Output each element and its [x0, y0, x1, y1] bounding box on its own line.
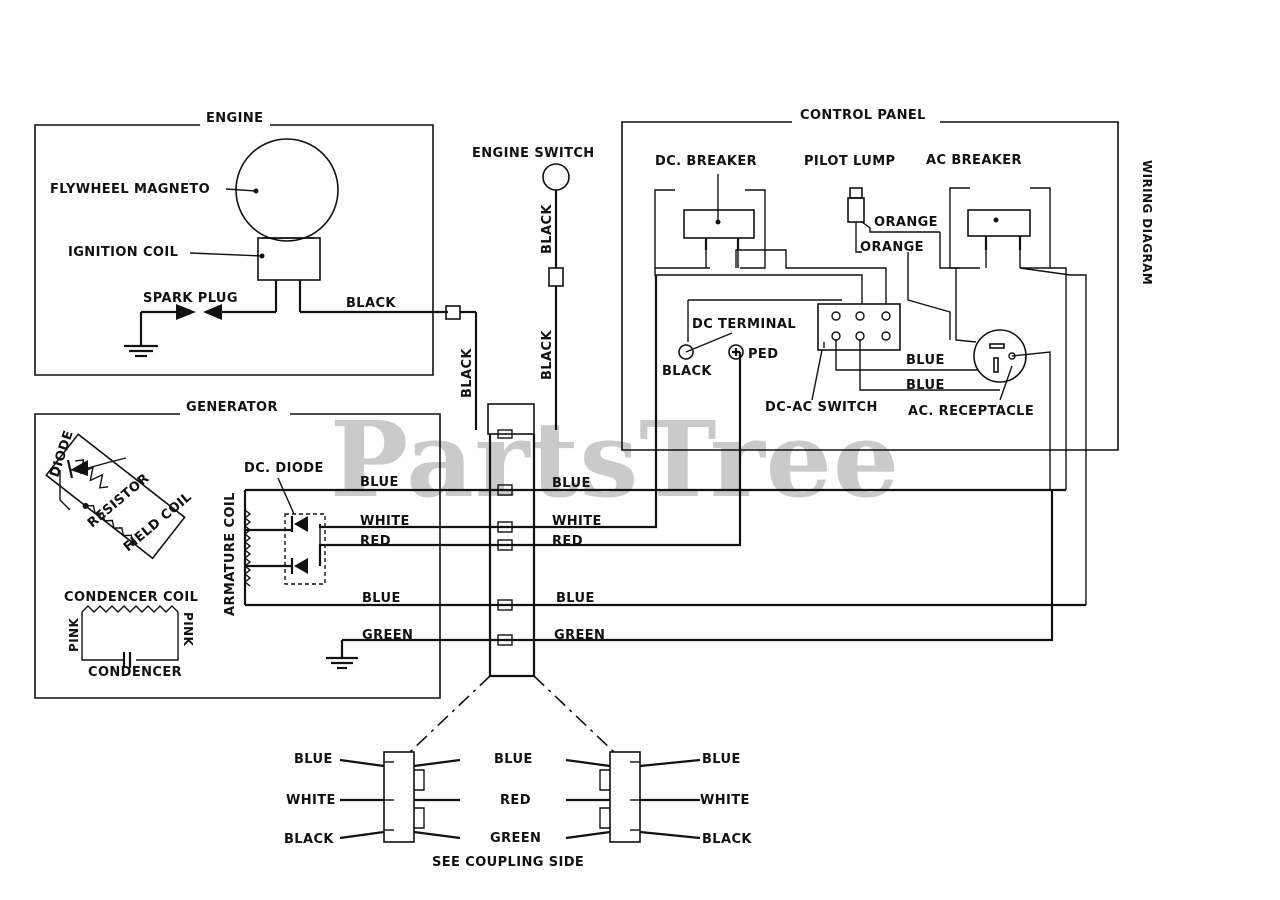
- spark-plug: [203, 304, 222, 320]
- pilot-lump-label: PILOT LUMP: [804, 154, 895, 169]
- engine-title: ENGINE: [206, 111, 263, 126]
- flywheel-magneto-label: FLYWHEEL MAGNETO: [50, 182, 210, 197]
- dc-terminal-black-label: BLACK: [662, 364, 712, 379]
- engine-switch-label: ENGINE SWITCH: [472, 146, 595, 161]
- control-panel-section: CONTROL PANEL WIRING DIAGRAM DC. BREAKER…: [621, 108, 1154, 605]
- engine-switch-wire-left: BLACK: [460, 348, 475, 398]
- dc-breaker: [683, 209, 755, 239]
- harness-left-green: GREEN: [362, 628, 413, 643]
- engine-wire-black-label: BLACK: [346, 296, 396, 311]
- harness-left-red: RED: [360, 534, 391, 549]
- generator-title: GENERATOR: [186, 400, 278, 415]
- engine-switch-wire-upper: BLACK: [540, 204, 555, 254]
- harness-right-white: WHITE: [552, 514, 602, 529]
- coupling-left-blue: BLUE: [294, 752, 333, 767]
- coupling-right-black: BLACK: [702, 832, 752, 847]
- dc-terminal-label: DC TERMINAL: [692, 317, 796, 332]
- harness-right-green: GREEN: [554, 628, 605, 643]
- dc-diode-label: DC. DIODE: [244, 461, 324, 476]
- dc-terminal-red-label: PED: [748, 347, 778, 362]
- harness-left-blue-1: BLUE: [360, 475, 399, 490]
- engine-section: ENGINE FLYWHEEL MAGNETO IGNITION COIL SP…: [34, 111, 461, 376]
- armature-coil-label: ARMATURE COIL: [223, 492, 238, 616]
- ac-receptacle-label: AC. RECEPTACLE: [908, 404, 1034, 419]
- dc-diode: [284, 513, 326, 585]
- harness-junction: [487, 403, 535, 435]
- coupling-left-white: WHITE: [286, 793, 336, 808]
- ac-breaker-label: AC BREAKER: [926, 153, 1022, 168]
- ground-icon-generator: [326, 656, 358, 670]
- diode-label: DIODE: [48, 429, 77, 480]
- coupling-right-white: WHITE: [700, 793, 750, 808]
- blue-1-label: BLUE: [906, 353, 945, 368]
- condencer-label: CONDENCER: [88, 665, 182, 680]
- coupling-right-connector: [609, 751, 641, 843]
- harness-left-white: WHITE: [360, 514, 410, 529]
- coupling-left-black: BLACK: [284, 832, 334, 847]
- watermark: PartsTree: [330, 398, 900, 521]
- ignition-coil: [257, 237, 321, 281]
- coupling-middle-red: RED: [500, 793, 531, 808]
- spark-plug-label: SPARK PLUG: [143, 291, 238, 306]
- engine-switch-icon: [542, 163, 570, 191]
- control-panel-title: CONTROL PANEL: [800, 108, 926, 123]
- dc-breaker-label: DC. BREAKER: [655, 154, 757, 169]
- harness-left-blue-2: BLUE: [362, 591, 401, 606]
- coupling-caption: SEE COUPLING SIDE: [432, 855, 584, 870]
- orange-2-label: ORANGE: [860, 240, 924, 255]
- engine-switch-group: ENGINE SWITCH BLACK BLACK BLACK: [460, 146, 595, 430]
- field-coil-group: [45, 433, 186, 560]
- harness-right-blue-1: BLUE: [552, 476, 591, 491]
- coupling-detail: BLUE WHITE BLACK BLUE RED GREEN BLUE WHI…: [284, 675, 752, 870]
- coupling-left-connector: [383, 751, 415, 843]
- coupling-middle-green: GREEN: [490, 831, 541, 846]
- orange-1-label: ORANGE: [874, 215, 938, 230]
- engine-switch-connector: [548, 267, 564, 287]
- diode-icon: [70, 460, 88, 476]
- harness: BLUE WHITE RED BLUE GREEN BLUE WHITE RED…: [245, 275, 1086, 678]
- engine-connector: [445, 305, 461, 320]
- coupling-right-blue: BLUE: [702, 752, 741, 767]
- pilot-lump: [849, 187, 863, 199]
- pink-right-label: PINK: [181, 612, 195, 647]
- blue-2-label: BLUE: [906, 378, 945, 393]
- condencer-coil-label: CONDENCER COIL: [64, 590, 198, 605]
- ac-receptacle: [973, 329, 1027, 383]
- dc-ac-switch: [817, 303, 901, 351]
- engine-switch-wire-lower: BLACK: [540, 330, 555, 380]
- ac-breaker: [967, 209, 1031, 237]
- pink-left-label: PINK: [67, 617, 81, 652]
- dc-terminal-red: [728, 344, 744, 360]
- dc-terminal-black: [678, 344, 694, 360]
- harness-right-red: RED: [552, 534, 583, 549]
- ground-icon-engine: [124, 344, 158, 358]
- harness-right-blue-2: BLUE: [556, 591, 595, 606]
- ignition-coil-label: IGNITION COIL: [68, 245, 178, 260]
- dc-ac-switch-label: DC-AC SWITCH: [765, 400, 878, 415]
- resistor-label: RESISTOR: [85, 471, 153, 531]
- coupling-middle-blue: BLUE: [494, 752, 533, 767]
- wiring-diagram-label: WIRING DIAGRAM: [1140, 160, 1154, 285]
